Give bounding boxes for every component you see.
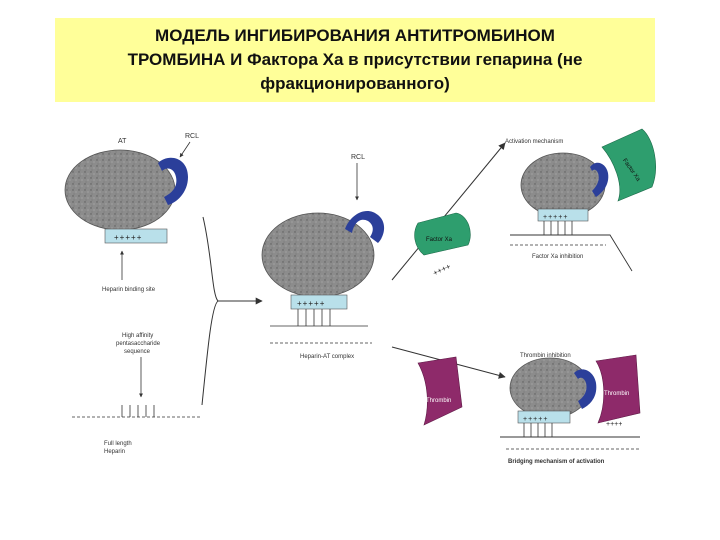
- title-banner: МОДЕЛЬ ИНГИБИРОВАНИЯ АНТИТРОМБИНОМ ТРОМБ…: [55, 18, 655, 102]
- full-length-heparin: High affinity pentasaccharide sequence F…: [72, 333, 200, 455]
- antithrombin-mechanism-diagram: AT RCL +++++ Heparin binding site High a…: [64, 128, 656, 465]
- antithrombin-body-center: [261, 212, 375, 298]
- pentasaccharide-label-1: High affinity: [122, 333, 153, 339]
- factor-xa-minus-charges: ++++: [431, 262, 452, 278]
- heparin-binding-site-label: Heparin binding site: [102, 287, 156, 293]
- factor-xa-inhibition-label: Factor Xa inhibition: [532, 254, 583, 260]
- plus-charges-xa: +++++: [543, 214, 568, 221]
- full-length-label-1: Full length: [104, 441, 132, 447]
- heparin-binding-site-center: [290, 294, 348, 310]
- rcl-loop-center: [345, 210, 385, 243]
- thrombin-label-left: Thrombin: [426, 398, 451, 404]
- thrombin-inhibition-panel: Thrombin inhibition Thrombin +++++ ++++ …: [500, 353, 641, 465]
- bridging-mechanism-label: Bridging mechanism of activation: [508, 459, 605, 465]
- merge-curve: [201, 216, 219, 406]
- full-length-label-2: Heparin: [104, 449, 125, 455]
- rcl-loop-xa: [590, 162, 609, 197]
- rcl-loop-left: [158, 157, 188, 205]
- rcl-loop-thrombin: [574, 369, 597, 409]
- pentasaccharide-label-2: pentasaccharide: [116, 341, 161, 347]
- at-label: AT: [118, 138, 127, 145]
- thrombin-label-bound: Thrombin: [604, 391, 629, 397]
- heparin-binding-site-xa: [537, 208, 589, 222]
- activation-mechanism-label: Activation mechanism: [505, 139, 563, 145]
- thrombin-minus-charges: ++++: [606, 421, 622, 428]
- heparin-chain-xa: [510, 234, 633, 272]
- factor-xa-label: Factor Xa: [426, 237, 453, 243]
- thrombin-inhibition-label: Thrombin inhibition: [520, 353, 571, 359]
- rcl-label-left: RCL: [185, 133, 199, 140]
- thrombin-bound: [595, 354, 641, 424]
- title-line-2: ТРОМБИНА И Фактора Ха в присутствии гепа…: [127, 50, 583, 69]
- heparin-at-complex-label: Heparin-AT complex: [300, 354, 354, 360]
- rcl-label-center: RCL: [351, 154, 365, 161]
- plus-charges-left: +++++: [114, 233, 142, 242]
- plus-charges-thrombin: +++++: [523, 416, 548, 423]
- plus-charges-center: +++++: [297, 299, 325, 308]
- thrombin-free: Thrombin: [417, 356, 463, 426]
- antithrombin-body-left: [64, 149, 176, 231]
- antithrombin-body-xa: [520, 152, 606, 218]
- factor-xa-shape: [414, 212, 471, 256]
- factor-xa-free: Factor Xa ++++: [414, 212, 471, 278]
- factor-xa-bound: [601, 128, 656, 202]
- title-line-3: фракционированного): [260, 74, 450, 93]
- heparin-binding-site-left: [104, 228, 168, 244]
- pentasaccharide-label-3: sequence: [124, 349, 151, 355]
- title-line-1: МОДЕЛЬ ИНГИБИРОВАНИЯ АНТИТРОМБИНОМ: [155, 26, 555, 45]
- arrow-to-factor-xa: [391, 142, 506, 281]
- free-antithrombin: AT RCL +++++ Heparin binding site: [64, 133, 199, 293]
- thrombin-shape: [417, 356, 463, 426]
- heparin-binding-site-thrombin: [517, 410, 571, 424]
- factor-xa-inhibition-panel: Activation mechanism Factor Xa +++++ Fac…: [505, 128, 656, 272]
- rcl-pointer-left: [179, 141, 191, 158]
- heparin-at-complex: RCL +++++ Heparin-AT complex: [261, 154, 385, 360]
- antithrombin-body-thrombin: [509, 357, 591, 419]
